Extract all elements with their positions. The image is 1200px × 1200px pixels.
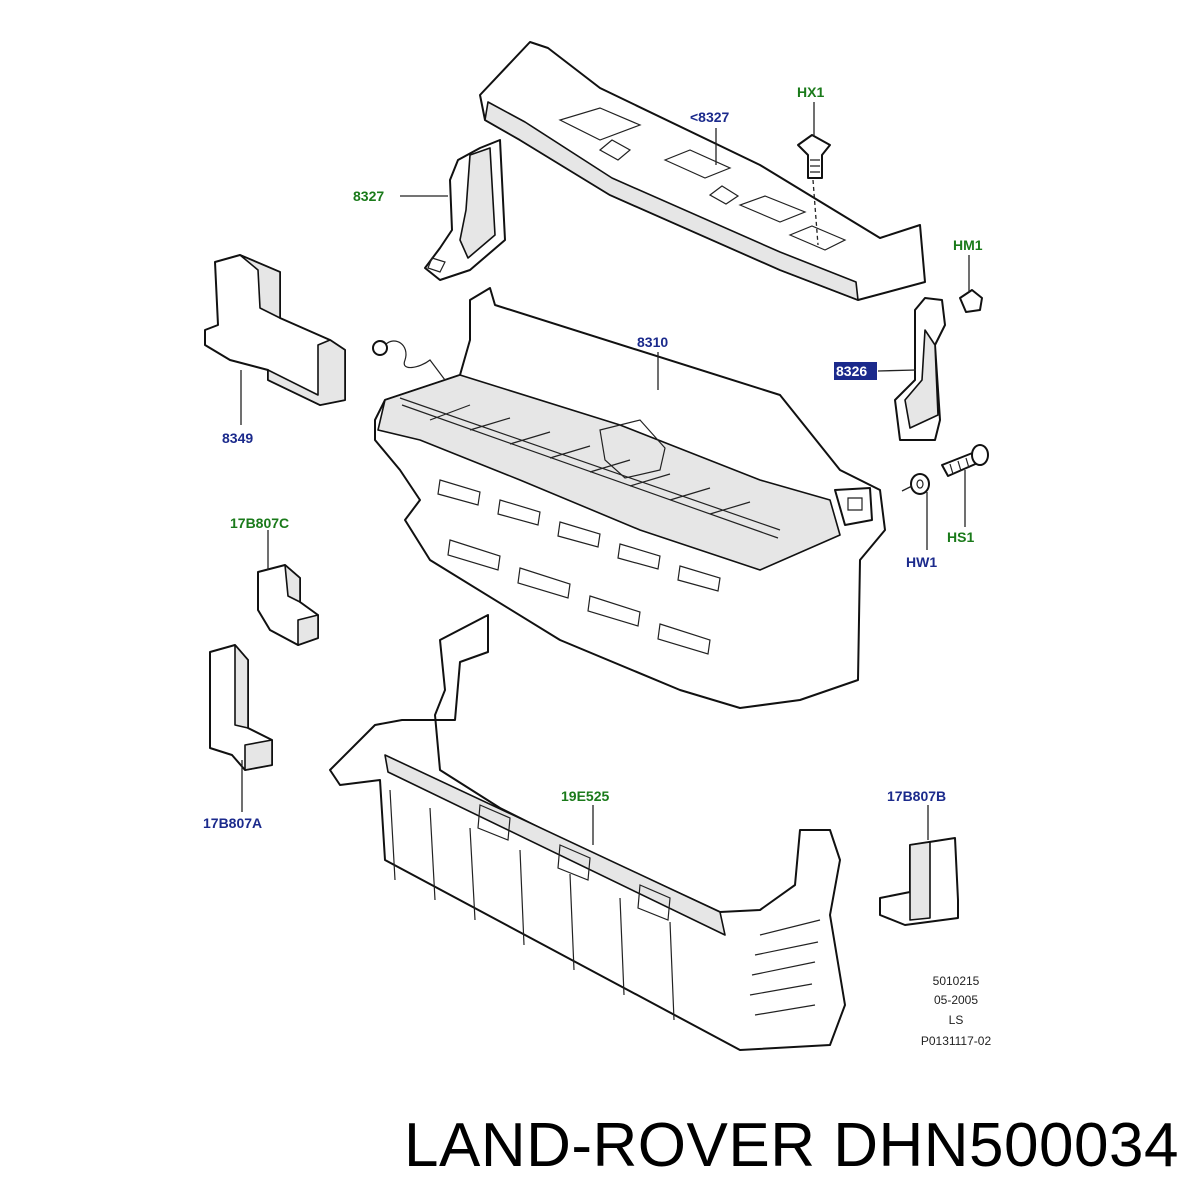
- lower-deflector-19e525: [329, 614, 846, 1051]
- reference-block: 5010215 05-2005 LS P0131117-02: [921, 974, 992, 1048]
- left-side-bracket: [424, 139, 506, 281]
- label-8327-top: <8327: [690, 109, 730, 125]
- label-hs1: HS1: [947, 529, 974, 545]
- foam-block-8349: [204, 254, 346, 406]
- highlight-box-8326: [834, 362, 877, 380]
- part-number-caption: LAND-ROVER DHN500034: [404, 1111, 1179, 1180]
- label-8327-left: 8327: [353, 188, 384, 204]
- label-17b807b: 17B807B: [887, 788, 946, 804]
- clip-nut-fastener: [959, 289, 983, 313]
- label-17b807c: 17B807C: [230, 515, 289, 531]
- label-hw1: HW1: [906, 554, 937, 570]
- foam-block-17b807b: [879, 837, 959, 926]
- label-8326: 8326: [836, 363, 867, 379]
- bolt-fastener: [941, 444, 989, 477]
- label-17b807a: 17B807A: [203, 815, 262, 831]
- reference-line-1: 5010215: [933, 974, 980, 988]
- callout-labels: HX1 <8327 HM1 8327 8310 8326 8349 17B807…: [203, 84, 983, 831]
- push-pin-fastener: [797, 134, 831, 179]
- leader-lines: [240, 102, 970, 845]
- label-8349: 8349: [222, 430, 253, 446]
- washer-fastener: [910, 473, 930, 495]
- reference-line-3: LS: [949, 1013, 964, 1027]
- foam-block-17b807c: [257, 564, 319, 646]
- label-8310: 8310: [637, 334, 668, 350]
- foam-block-17b807a: [209, 644, 273, 771]
- reference-line-4: P0131117-02: [921, 1034, 992, 1048]
- wiring-harness: [372, 340, 446, 381]
- reference-line-2: 05-2005: [934, 993, 978, 1007]
- label-hm1: HM1: [953, 237, 983, 253]
- grille-shroud-8310: [374, 287, 886, 709]
- right-side-bracket: [894, 297, 946, 441]
- label-19e525: 19E525: [561, 788, 609, 804]
- label-hx1: HX1: [797, 84, 824, 100]
- upper-deflector-panel: [479, 41, 926, 301]
